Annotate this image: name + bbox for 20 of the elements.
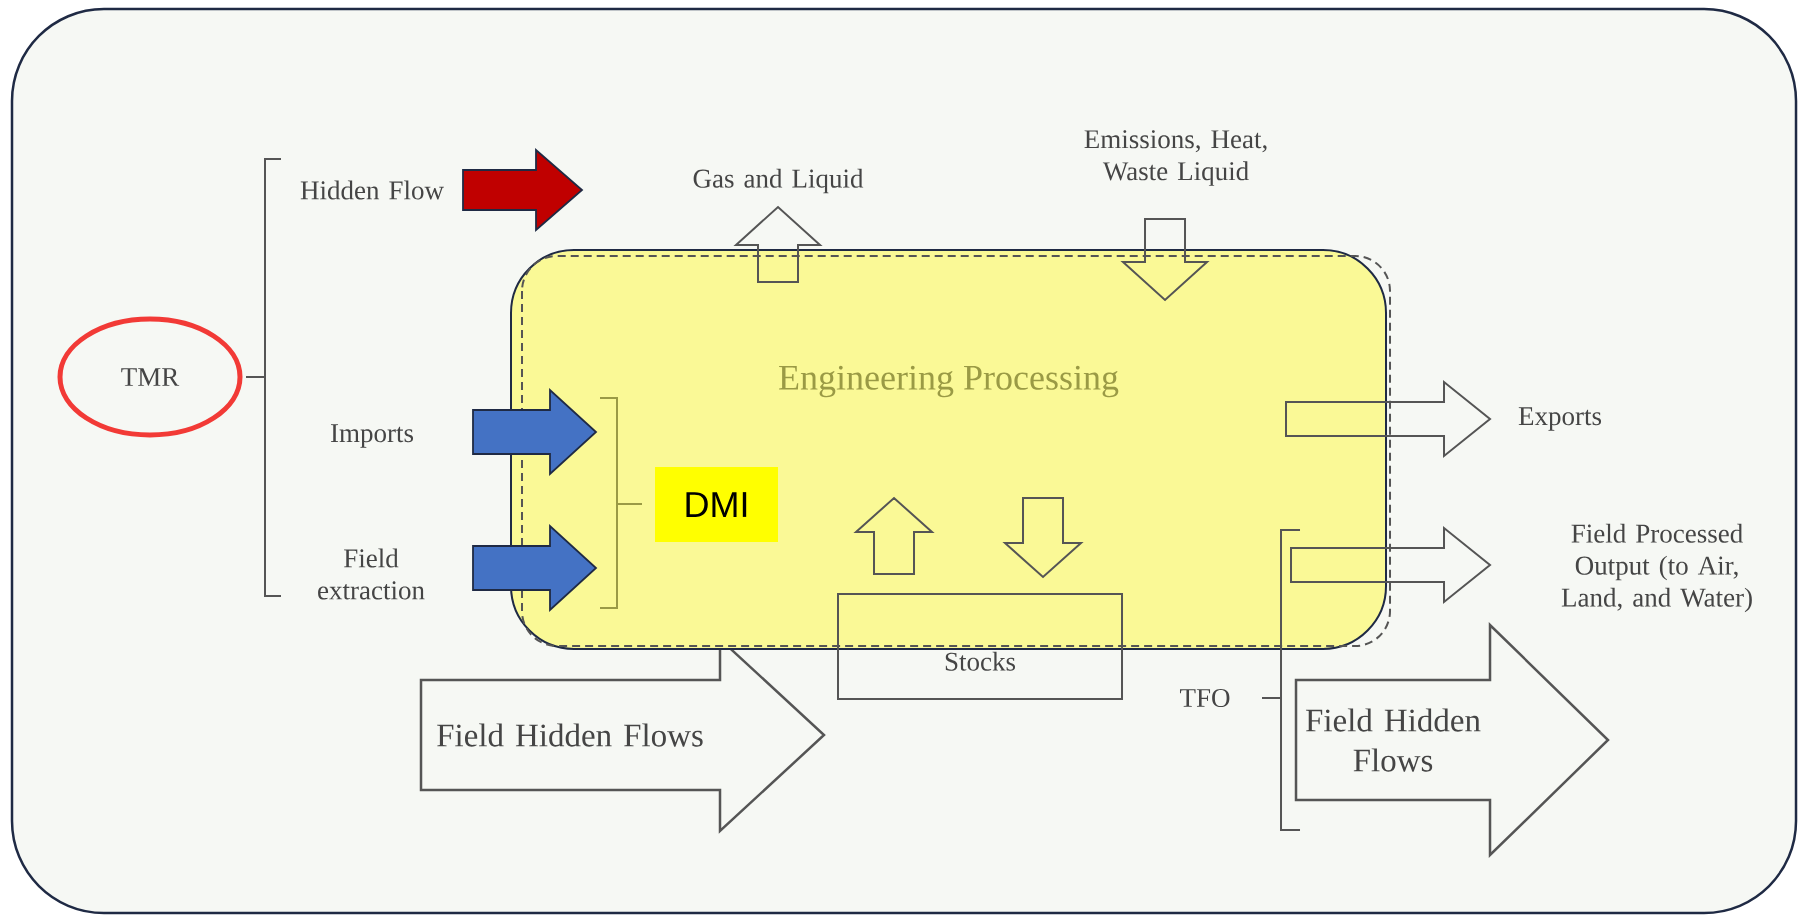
arrow xyxy=(1120,218,1210,302)
flow-label: Emissions, Heat, Waste Liquid xyxy=(1084,130,1267,186)
arrow xyxy=(462,148,584,232)
arrow xyxy=(733,205,823,283)
arrow xyxy=(1002,497,1084,579)
flow-label: Gas and Liquid xyxy=(693,168,864,194)
flow-label: Field extraction xyxy=(318,548,425,600)
circled-label: TMR xyxy=(57,316,243,438)
flow-label: Hidden Flow xyxy=(300,180,444,200)
arrow xyxy=(1290,525,1492,605)
arrow xyxy=(472,523,598,613)
arrow xyxy=(472,387,598,477)
flow-label: TFO xyxy=(1180,688,1230,708)
flow-label: Field Processed Output (to Air, Land, and Water) xyxy=(1561,523,1752,613)
flow-label: Exports xyxy=(1518,407,1602,431)
flow-label: Imports xyxy=(331,424,414,448)
stocks-box: Stocks xyxy=(837,593,1123,700)
highlighted-label: DMI xyxy=(655,467,778,542)
arrow xyxy=(853,496,935,575)
arrow xyxy=(1285,379,1492,459)
